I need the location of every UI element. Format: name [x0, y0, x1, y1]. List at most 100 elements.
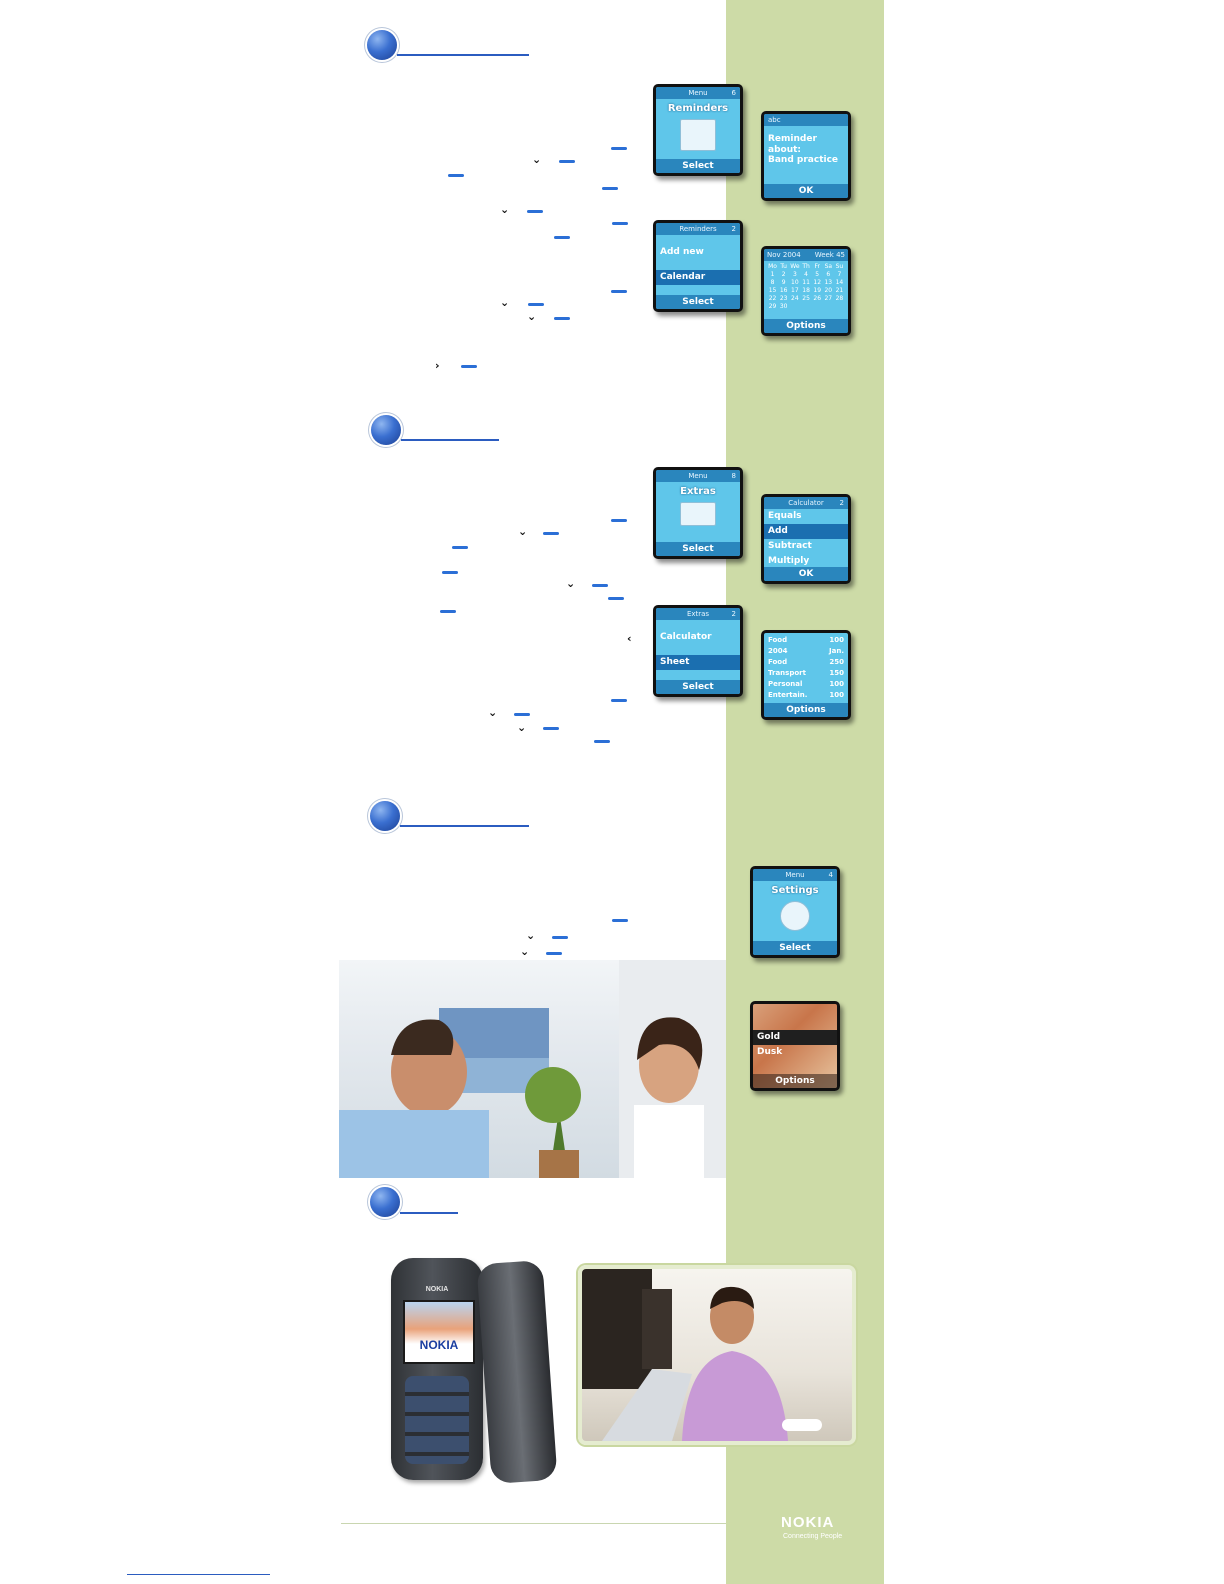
link-mark — [546, 952, 562, 955]
chevron-left-icon: ‹ — [627, 632, 632, 645]
link-mark — [611, 519, 627, 522]
calendar-weekday: Su — [835, 263, 844, 270]
calendar-date: 16 — [779, 287, 788, 294]
calendar-date: 6 — [826, 271, 831, 278]
section-4-bullet-icon — [370, 1187, 400, 1217]
link-mark — [554, 317, 570, 320]
calendar-date: 11 — [802, 279, 810, 286]
section-4-heading-rule — [400, 1212, 458, 1214]
calendar-date: 2 — [781, 271, 786, 278]
link-mark — [452, 546, 468, 549]
sheet-cell-value: 250 — [829, 658, 844, 666]
link-mark — [608, 597, 624, 600]
calendar-date: 9 — [781, 279, 786, 286]
list-item-selected: Calendar — [656, 270, 740, 285]
calendar-date: 14 — [835, 279, 844, 286]
sheet-row: Food 250 — [764, 657, 848, 668]
calendar-date: 24 — [791, 295, 799, 302]
screen-title: Extras — [680, 486, 716, 497]
calc-option: Multiply — [768, 556, 810, 566]
sheet-cell-label: Food — [768, 636, 788, 644]
list-item-selected: Sheet — [656, 655, 740, 670]
link-mark — [543, 727, 559, 730]
scroll-down-icon: ⌄ — [520, 945, 530, 958]
softkey-options: Options — [764, 703, 848, 717]
link-mark — [440, 610, 456, 613]
link-mark — [611, 699, 627, 702]
calendar-weekday: We — [790, 263, 800, 270]
scroll-down-icon: ⌄ — [527, 310, 537, 323]
photo-illustration — [582, 1269, 822, 1441]
softkey-select: Select — [656, 542, 740, 556]
softkey-options: Options — [753, 1074, 837, 1088]
link-mark — [592, 584, 608, 587]
sheet-cell-value: 100 — [829, 680, 844, 688]
softkey-options: Options — [764, 319, 848, 333]
list-item: Add new — [660, 247, 704, 257]
section-1-heading-rule — [397, 54, 529, 56]
section-2-bullet-icon — [371, 415, 401, 445]
wrench-icon — [780, 901, 810, 931]
link-mark — [442, 571, 458, 574]
reminder-text-screen: abc Reminder about: Band practice OK — [761, 111, 851, 201]
sheet-cell-value: 150 — [829, 669, 844, 677]
nokia-tagline: Connecting People — [783, 1533, 843, 1540]
calendar-date: 20 — [824, 287, 833, 294]
calendar-date: 23 — [779, 295, 788, 302]
calendar-date: 17 — [791, 287, 799, 294]
list-item: Calculator — [660, 632, 712, 642]
sheet-cell-value: 100 — [829, 636, 844, 644]
scroll-down-icon: ⌄ — [532, 153, 542, 166]
link-mark — [559, 160, 575, 163]
calendar-date: 18 — [802, 287, 810, 294]
calendar-date: 12 — [813, 279, 822, 286]
calendar-date: 4 — [804, 271, 808, 278]
phone-front-image: NOKIA NOKIA — [391, 1258, 483, 1480]
section-3-heading-rule — [400, 825, 529, 827]
man-at-laptop-photo — [578, 1265, 856, 1445]
calendar-weekday: Fr — [814, 263, 820, 270]
photo-illustration — [339, 960, 726, 1178]
sheet-cell-label: Food — [768, 658, 788, 666]
calc-option: Equals — [768, 511, 802, 521]
link-mark — [552, 936, 568, 939]
sheet-cell-value: Jan. — [829, 647, 844, 655]
sheet-cell-label: Entertain. — [768, 691, 808, 699]
scroll-down-icon: ⌄ — [566, 577, 576, 590]
reminder-line-1: Reminder about: — [768, 134, 817, 155]
link-mark — [527, 210, 543, 213]
section-1-bullet-icon — [367, 30, 397, 60]
reminder-line-2: Band practice — [768, 155, 839, 165]
sheet-row: Food 100 — [764, 635, 848, 646]
calc-option: Subtract — [768, 541, 812, 551]
link-mark — [612, 919, 628, 922]
softkey-select: Select — [656, 295, 740, 309]
link-mark — [611, 147, 627, 150]
theme-option-selected: Gold — [753, 1030, 837, 1045]
sheet-cell-value: 100 — [829, 691, 844, 699]
note-icon — [680, 119, 716, 151]
chevron-right-icon: › — [435, 359, 440, 372]
phone-keypad — [405, 1376, 469, 1464]
scroll-down-icon: ⌄ — [500, 203, 510, 216]
calendar-date: 15 — [768, 287, 777, 294]
calendar-weekday: Sa — [824, 263, 833, 270]
phone-display-logo: NOKIA — [419, 1338, 459, 1352]
softkey-select: Select — [753, 941, 837, 955]
calendar-date: 1 — [770, 271, 775, 278]
calendar-weekday: Mo — [768, 263, 777, 270]
softkey-select: Select — [656, 680, 740, 694]
scroll-down-icon: ⌄ — [526, 929, 536, 942]
scroll-down-icon: ⌄ — [488, 706, 498, 719]
right-margin — [884, 0, 1224, 1584]
